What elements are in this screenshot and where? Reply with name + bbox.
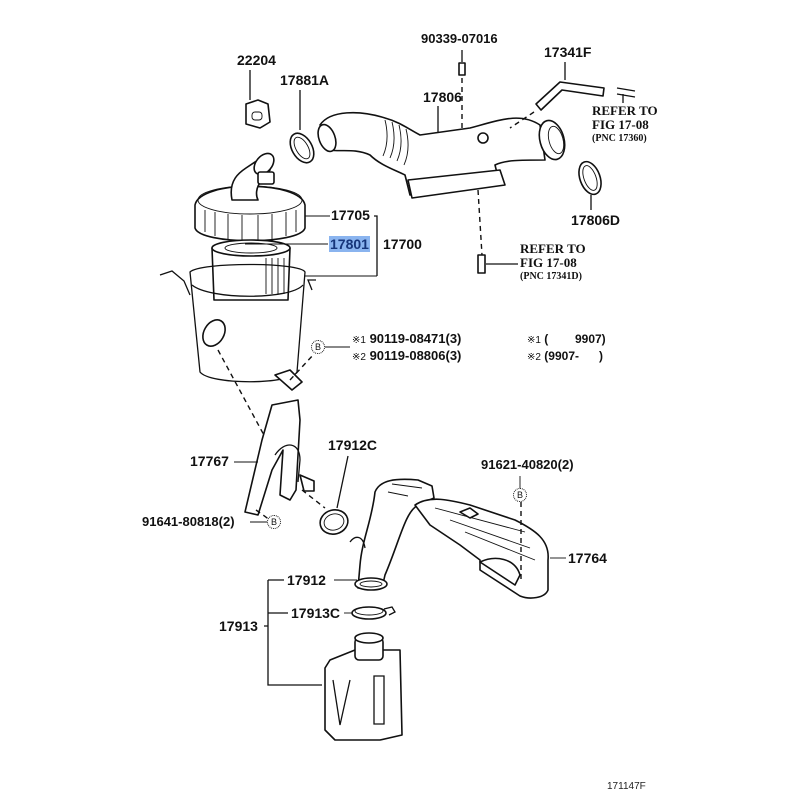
callout-b-case: B (311, 340, 325, 354)
part-label-17700[interactable]: 17700 (383, 236, 422, 252)
part-label-90339-07016[interactable]: 90339-07016 (421, 31, 498, 46)
part-17881A-drawing (289, 90, 315, 164)
refer-block-17360[interactable]: REFER TO FIG 17-08 (PNC 17360) (592, 104, 658, 145)
part-17806-drawing (317, 106, 566, 199)
note-mark-2: ※2 (527, 352, 541, 363)
part-label-17912[interactable]: 17912 (287, 572, 326, 588)
part-17700-drawing (159, 152, 316, 451)
bolt-label-2[interactable]: ※2 90119-08806(3) (352, 348, 461, 366)
part-label-91641-80818[interactable]: 91641-80818(2) (142, 514, 235, 529)
part-17912-drawing (349, 478, 435, 591)
part-label-17705[interactable]: 17705 (331, 207, 370, 223)
refer-block-17341D[interactable]: REFER TO FIG 17-08 (PNC 17341D) (520, 242, 586, 283)
part-17913-drawing (324, 632, 403, 741)
part-label-17801-highlighted[interactable]: 17801 (329, 236, 370, 252)
part-22204-drawing (245, 70, 271, 129)
callout-b-duct: B (513, 488, 527, 502)
part-17912C-drawing (319, 455, 349, 535)
refer-pnc: (PNC 17360) (592, 133, 647, 144)
bolt-part-90119-08471[interactable]: 90119-08471(3) (369, 331, 462, 346)
part-17806D-drawing (578, 160, 602, 210)
refer-line1: REFER TO (520, 241, 586, 256)
part-label-17806D[interactable]: 17806D (571, 212, 621, 228)
refer-line2: FIG 17-08 (592, 117, 649, 132)
part-label-17806[interactable]: 17806 (423, 89, 462, 105)
bolt-part-90119-08806[interactable]: 90119-08806(3) (369, 348, 462, 363)
note-row-1: ※1 ( 9907) (527, 331, 606, 349)
note-mark-2: ※2 (352, 352, 366, 363)
part-label-17341F[interactable]: 17341F (544, 44, 592, 60)
part-label-17801[interactable]: 17801 (329, 236, 370, 252)
note-range-2: (9907- ) (544, 349, 603, 363)
part-label-91621-40820[interactable]: 91621-40820(2) (481, 457, 574, 472)
note-mark-1: ※1 (352, 335, 366, 346)
part-label-22204[interactable]: 22204 (237, 52, 276, 68)
part-label-17912C[interactable]: 17912C (328, 437, 378, 453)
refer-line2: FIG 17-08 (520, 255, 577, 270)
note-mark-1: ※1 (527, 335, 541, 346)
part-label-17913C[interactable]: 17913C (291, 605, 341, 621)
refer-line1: REFER TO (592, 103, 658, 118)
note-range-1: ( 9907) (544, 332, 606, 346)
part-label-17881A[interactable]: 17881A (280, 72, 330, 88)
part-label-17764[interactable]: 17764 (568, 550, 607, 566)
part-label-17913[interactable]: 17913 (219, 618, 258, 634)
part-17913C-drawing (351, 606, 396, 620)
part-17341F-drawing (509, 62, 636, 129)
bolt-label-1[interactable]: ※1 90119-08471(3) (352, 331, 461, 349)
refer-pnc: (PNC 17341D) (520, 271, 582, 282)
part-label-17767[interactable]: 17767 (190, 453, 229, 469)
callout-b-bracket: B (267, 515, 281, 529)
part-17767-drawing (234, 399, 326, 523)
part-17764-drawing (414, 476, 566, 599)
note-row-2: ※2 (9907- ) (527, 348, 603, 366)
figure-code: 171147F (607, 781, 646, 792)
